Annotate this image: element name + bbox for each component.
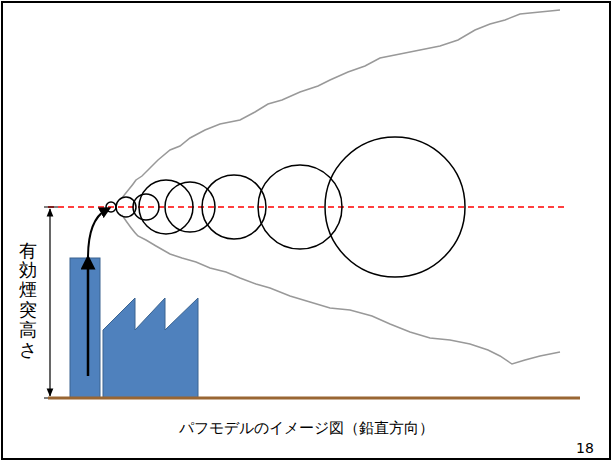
plume-rise-arrow: [88, 210, 106, 258]
page-number: 18: [576, 440, 594, 456]
smoke-rise-arrow: [87, 262, 90, 376]
puff-circles: [106, 137, 465, 277]
dimension-tick: [44, 207, 58, 208]
height-dimension-arrow: [49, 209, 50, 396]
effective-height-line: [48, 206, 565, 208]
dimension-label: 有効煙突高さ: [19, 241, 37, 360]
chimney: [70, 258, 100, 398]
ground-line: [48, 397, 580, 400]
figure-caption: パフモデルのイメージ図（鉛直方向）: [179, 419, 434, 438]
factory-building: [103, 298, 198, 398]
plume-upper-edge: [122, 10, 560, 198]
